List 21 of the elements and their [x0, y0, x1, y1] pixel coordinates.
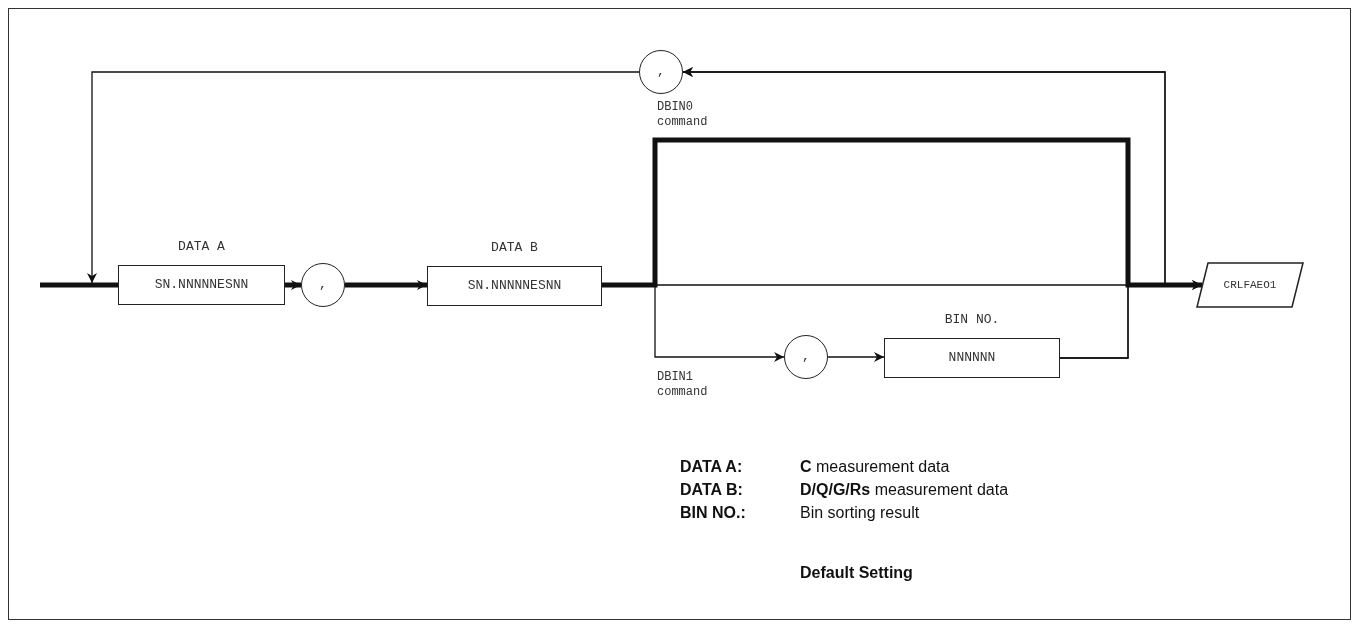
field-format-box: NNNNNN	[884, 338, 1060, 378]
legend-description: D/Q/G/Rs measurement data	[800, 480, 1009, 500]
field-heading: BIN NO.	[943, 311, 1001, 329]
field-heading: DATA A	[177, 238, 226, 256]
arrow	[827, 352, 885, 362]
legend-term: Default Setting	[800, 563, 913, 583]
legend-term: DATA B:	[680, 480, 743, 500]
arrow	[87, 71, 640, 284]
arrow	[682, 67, 1166, 359]
arrow	[285, 280, 301, 290]
legend-description: Bin sorting result	[800, 503, 920, 523]
field-heading: DATA B	[490, 239, 539, 257]
terminator-text: CRLFAEO1	[1223, 277, 1277, 293]
legend-term: DATA A:	[680, 457, 743, 477]
connector-line	[40, 282, 118, 288]
legend-term: BIN NO.:	[680, 503, 746, 523]
field-format-box: SN.NNNNNESNN	[427, 266, 602, 306]
arrow	[602, 137, 1202, 290]
field-format-box: SN.NNNNNESNN	[118, 265, 285, 305]
legend-description: C measurement data	[800, 457, 950, 477]
arrow	[345, 280, 427, 290]
